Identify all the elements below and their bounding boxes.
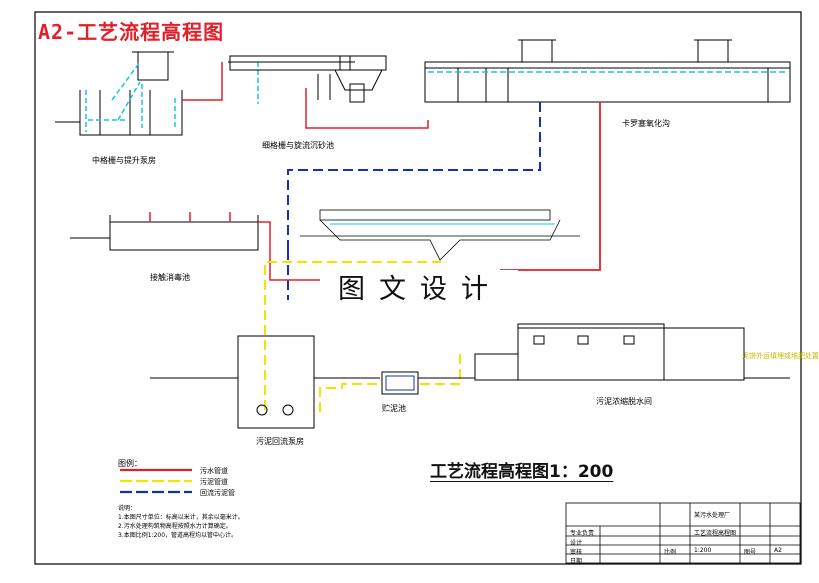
sludge-yellow xyxy=(264,260,461,412)
dewatering-building xyxy=(474,323,790,381)
tb-project: 某污水处理厂 xyxy=(694,512,731,519)
legend-heading: 图例： xyxy=(118,459,142,468)
legend-item-sewage: 污水管道 xyxy=(200,467,228,475)
tb-drawing-name: 工艺流程高程图 xyxy=(694,530,737,537)
legend-item-return: 回流污泥管 xyxy=(200,489,235,497)
watermark-text: 图文设计 xyxy=(322,270,518,310)
ditch-red-return xyxy=(500,102,601,271)
tb-row-3: 审核 xyxy=(570,549,583,556)
label-pump-house: 污泥回流泵房 xyxy=(256,437,304,446)
contact-tank xyxy=(70,215,259,251)
label-sludge-storage: 贮泥池 xyxy=(382,404,406,413)
legend-swatches xyxy=(120,468,192,494)
sheet-code: A2-工艺流程高程图 xyxy=(38,20,225,44)
title-block-frame xyxy=(565,502,801,564)
label-contact-tank: 接触消毒池 xyxy=(150,273,190,282)
notes-block: 说明： 1.本图尺寸单位：标高以米计，其余以毫米计。 2.污水处理构筑物高程按照… xyxy=(118,504,244,540)
clarifier-truss xyxy=(300,209,580,261)
tb-row-4: 日期 xyxy=(570,558,583,565)
tb-sheet-label: 图号 xyxy=(744,549,757,556)
sludge-pump-well xyxy=(150,335,380,429)
grit-chamber xyxy=(228,55,387,103)
oxidation-ditch xyxy=(424,39,791,103)
tb-sheet-no: A2 xyxy=(774,547,782,554)
note-line-3: 3.本图比例1:200，管道高程均以管中心计。 xyxy=(118,532,238,539)
note-line-2: 2.污水处理构筑物高程按照水力计算确定。 xyxy=(118,523,232,530)
drawing-title: 工艺流程高程图1：200 xyxy=(430,462,614,482)
label-outfall: 泥饼外运填埋或堆肥处置 xyxy=(742,352,819,360)
return-sludge-blue xyxy=(287,102,541,300)
label-upflow-room: 中格栅与提升泵房 xyxy=(92,156,156,165)
tb-row-2: 设计 xyxy=(570,540,583,547)
sheet-border xyxy=(34,11,802,565)
label-grit-chamber: 细格栅与旋流沉砂池 xyxy=(262,141,334,150)
upflow-pipes-cyan xyxy=(85,61,259,132)
legend-item-sludge: 污泥管道 xyxy=(200,478,228,486)
top-sewage-line xyxy=(182,62,429,129)
notes-heading: 说明： xyxy=(118,505,137,512)
label-oxidation-ditch: 卡罗塞氧化沟 xyxy=(622,119,670,128)
note-line-1: 1.本图尺寸单位：标高以米计，其余以毫米计。 xyxy=(118,514,244,521)
upflow-pump-room xyxy=(55,51,183,136)
tb-scale: 1:200 xyxy=(694,547,712,554)
label-dewatering: 污泥浓缩脱水间 xyxy=(596,397,652,406)
sludge-storage xyxy=(381,371,475,395)
tb-scale-label: 比例 xyxy=(664,549,677,556)
contact-red xyxy=(149,212,320,281)
tb-row-1: 专业负责 xyxy=(570,530,595,537)
